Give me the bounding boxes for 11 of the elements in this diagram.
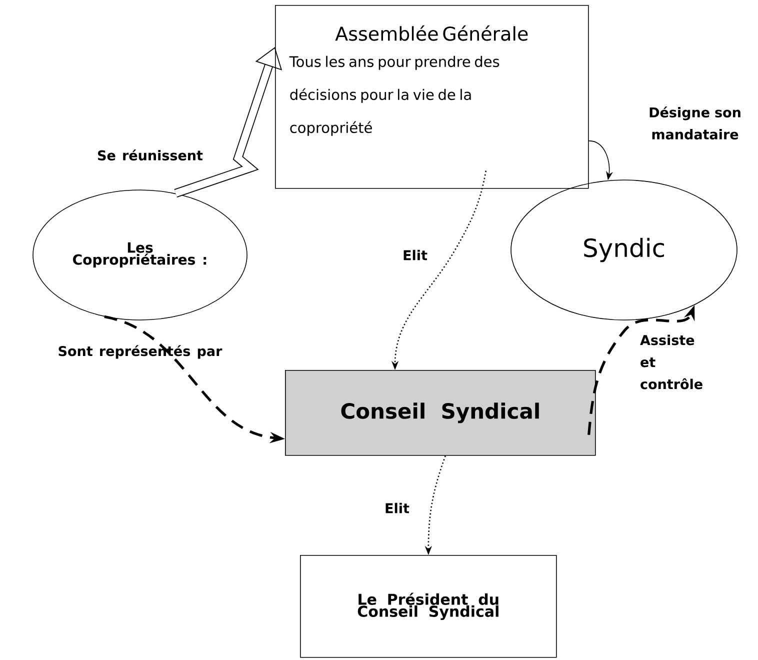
process-box: Conseil Syndical xyxy=(285,370,596,456)
edge-label: Elit xyxy=(386,502,410,514)
edge-label: Se réunissent xyxy=(98,150,203,160)
process-box: Le Président du Conseil Syndical xyxy=(300,555,557,658)
ellipse-node: Les Copropriétaires : xyxy=(32,190,248,320)
ellipse-node: Syndic xyxy=(510,180,738,320)
edge-label: Désigne son mandataire xyxy=(650,106,740,140)
edge-label: Elit xyxy=(404,250,428,260)
assembly-box: Assemblée Générale Tous les ans pour prendre des décisions pour la vie de la copropriété xyxy=(275,5,589,189)
edge-label: Assiste et contrôle xyxy=(640,334,702,390)
edge-label: Sont représentés par xyxy=(58,345,222,359)
